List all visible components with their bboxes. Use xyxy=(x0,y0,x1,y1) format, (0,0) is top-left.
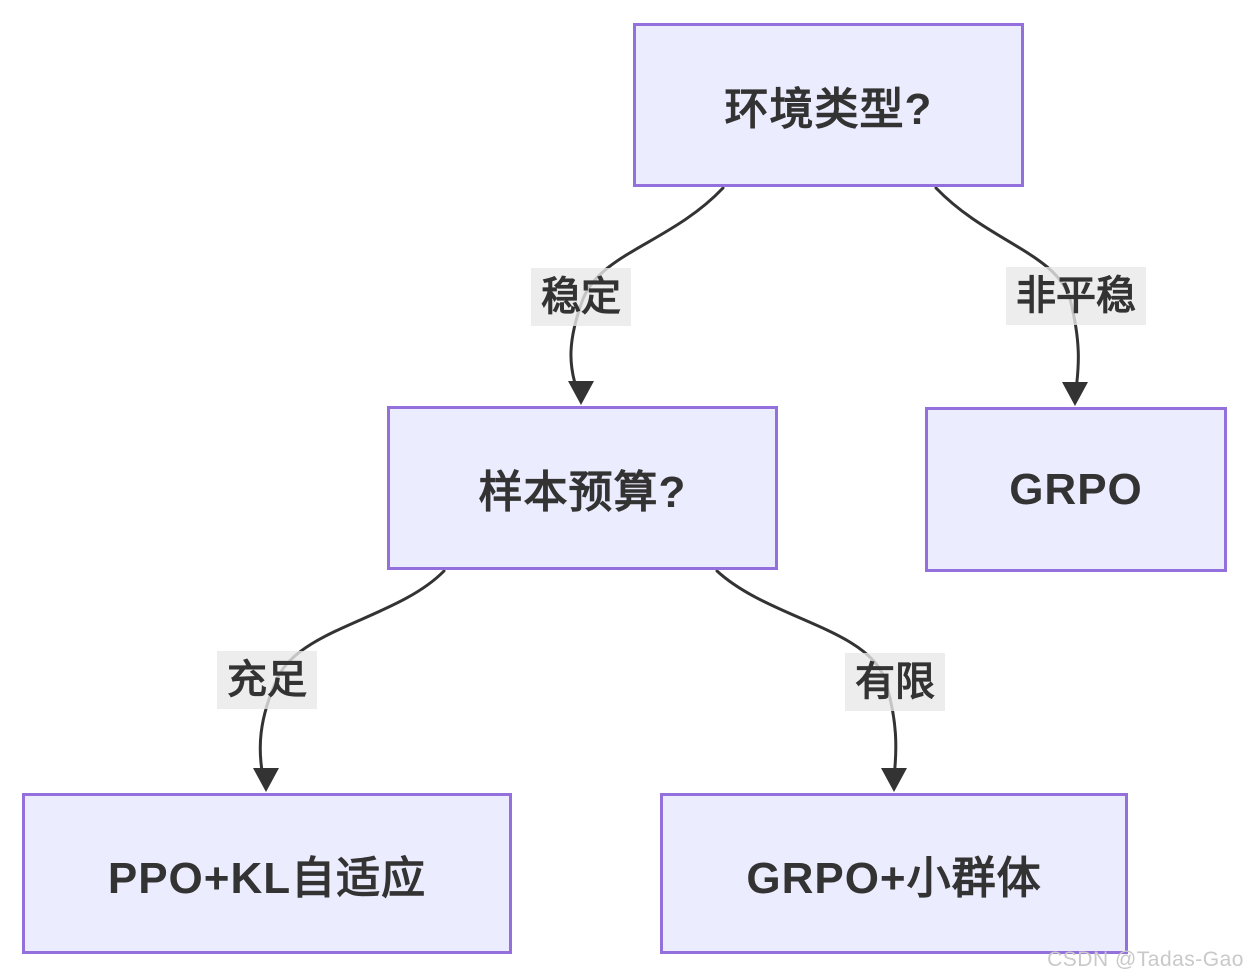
arrowhead-limited-icon xyxy=(881,768,907,792)
arrowhead-stable-icon xyxy=(568,381,594,405)
node-ppo-kl-label: PPO+KL自适应 xyxy=(107,853,427,903)
node-ppo-kl: PPO+KL自适应 xyxy=(22,793,512,954)
node-grpo-small: GRPO+小群体 xyxy=(660,793,1128,954)
arrowhead-sufficient-icon xyxy=(253,768,279,792)
node-grpo: GRPO xyxy=(925,407,1227,572)
node-env-type: 环境类型? xyxy=(633,23,1024,187)
node-sample-budget: 样本预算? xyxy=(387,406,778,570)
edge-label-limited: 有限 xyxy=(845,653,945,711)
node-grpo-label: GRPO xyxy=(1009,464,1143,514)
edge-label-sufficient: 充足 xyxy=(217,651,317,709)
node-env-type-label: 环境类型? xyxy=(724,85,933,134)
node-grpo-small-label: GRPO+小群体 xyxy=(746,853,1042,903)
arrowhead-nonstationary-icon xyxy=(1062,382,1088,406)
edge-label-nonstationary: 非平稳 xyxy=(1006,267,1146,325)
node-sample-budget-label: 样本预算? xyxy=(478,468,687,517)
csdn-watermark: CSDN @Tadas-Gao xyxy=(1047,948,1244,971)
edge-label-stable: 稳定 xyxy=(531,268,631,326)
